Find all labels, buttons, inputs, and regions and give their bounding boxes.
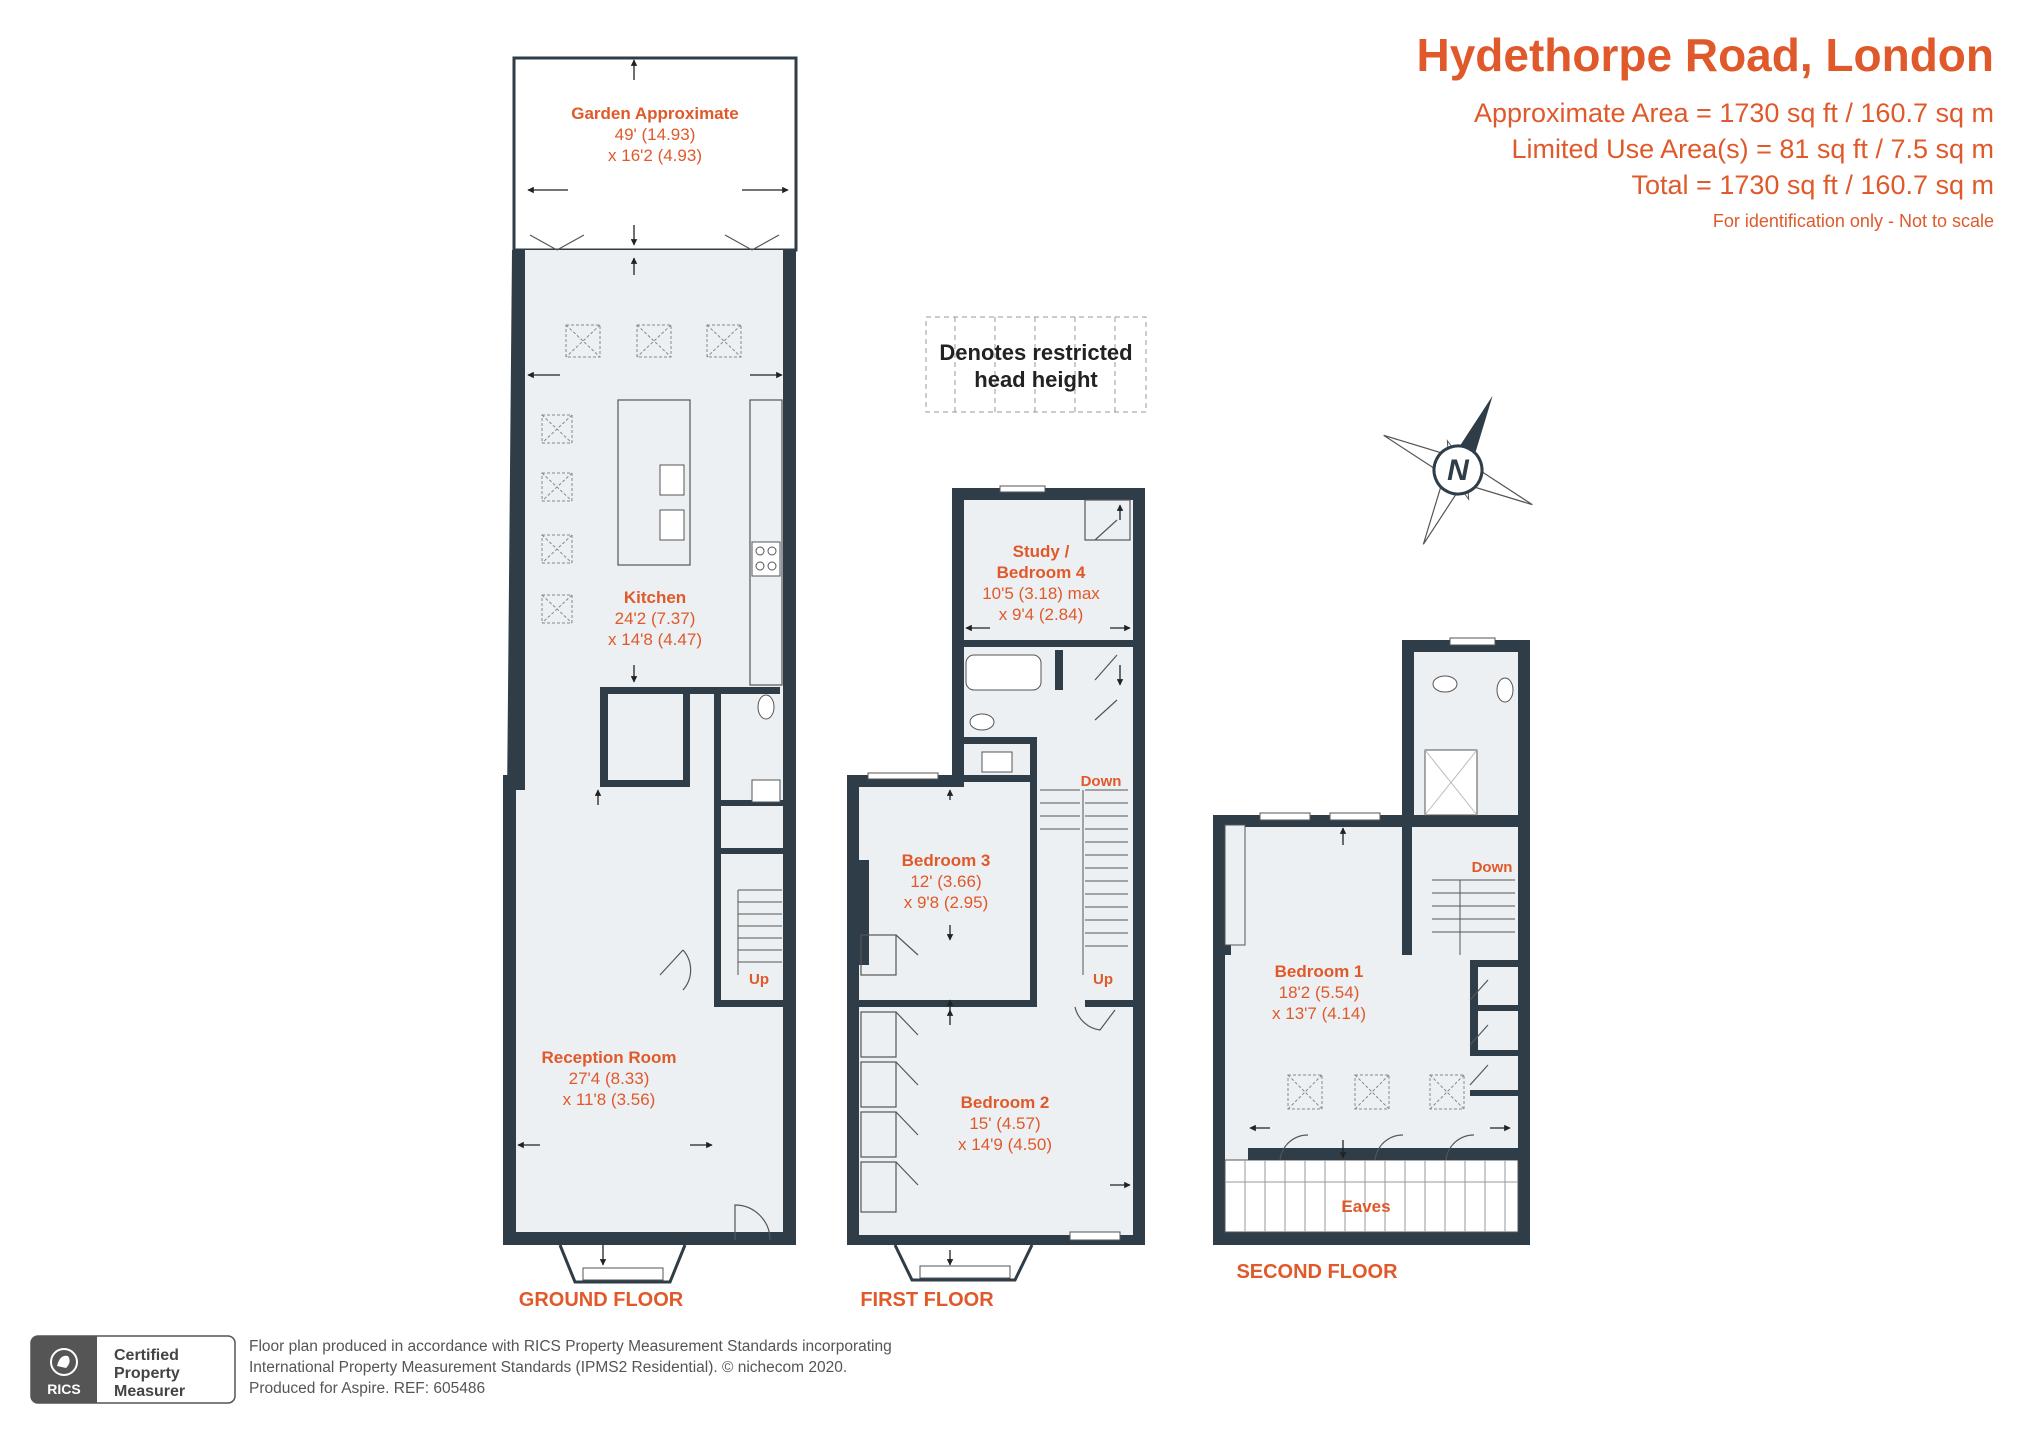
kitchen-label: Kitchen 24'2 (7.37) x 14'8 (4.47) xyxy=(608,588,702,649)
footer-notes: Floor plan produced in accordance with R… xyxy=(249,1336,892,1399)
bedroom3-name: Bedroom 3 xyxy=(902,851,991,870)
second-skylights xyxy=(1287,1074,1465,1110)
reception-name: Reception Room xyxy=(541,1048,676,1067)
rics-logo-text: RICS xyxy=(47,1381,80,1397)
garden-name: Garden Approximate xyxy=(571,104,739,123)
eaves-label: Eaves xyxy=(1341,1197,1390,1216)
study-label: Study / Bedroom 4 10'5 (3.18) max x 9'4 … xyxy=(982,542,1100,624)
ground-floor-label: GROUND FLOOR xyxy=(519,1289,684,1311)
reception-dim-1: 27'4 (8.33) xyxy=(569,1069,650,1088)
badge-line-1: Certified xyxy=(114,1347,179,1364)
bedroom3-label: Bedroom 3 12' (3.66) x 9'8 (2.95) xyxy=(902,851,991,912)
bedroom2-label: Bedroom 2 15' (4.57) x 14'9 (4.50) xyxy=(958,1093,1052,1154)
north-compass: N xyxy=(1383,395,1533,545)
first-stairs-down-label: Down xyxy=(1081,773,1122,790)
garden-area xyxy=(512,56,798,252)
kitchen-dim-2: x 14'8 (4.47) xyxy=(608,630,702,649)
first-stairs xyxy=(1040,789,1128,975)
footer-line-3: Produced for Aspire. REF: 605486 xyxy=(249,1380,486,1397)
compass-label: N xyxy=(1447,454,1470,487)
first-floor-label: FIRST FLOOR xyxy=(860,1289,994,1311)
bedroom2-dim-2: x 14'9 (4.50) xyxy=(958,1135,1052,1154)
badge-line-2: Property xyxy=(114,1365,180,1382)
limited-use-area: Limited Use Area(s) = 81 sq ft / 7.5 sq … xyxy=(1511,134,1994,164)
bedroom1-label: Bedroom 1 18'2 (5.54) x 13'7 (4.14) xyxy=(1272,962,1366,1023)
rics-lion-icon xyxy=(50,1348,78,1376)
study-dim-1: 10'5 (3.18) max xyxy=(982,584,1100,603)
skylights xyxy=(541,324,742,624)
legend-line-1: Denotes restricted xyxy=(939,340,1132,365)
second-stairs-down-label: Down xyxy=(1472,859,1513,876)
first-floor-plan xyxy=(847,485,1145,1282)
footer-line-1: Floor plan produced in accordance with R… xyxy=(249,1338,892,1355)
eaves-area xyxy=(1224,1159,1519,1233)
badge-line-3: Measurer xyxy=(114,1383,185,1400)
garden-dim-1: 49' (14.93) xyxy=(615,125,696,144)
second-floor-label: SECOND FLOOR xyxy=(1236,1261,1398,1283)
footer-line-2: International Property Measurement Stand… xyxy=(249,1359,848,1376)
scale-disclaimer: For identification only - Not to scale xyxy=(1712,211,1994,231)
page-title: Hydethorpe Road, London xyxy=(1416,29,1994,81)
bedroom2-dim-1: 15' (4.57) xyxy=(969,1114,1040,1133)
study-name-1: Study / xyxy=(1013,542,1070,561)
bedroom3-dim-1: 12' (3.66) xyxy=(910,872,981,891)
bedroom1-name: Bedroom 1 xyxy=(1275,962,1364,981)
reception-dim-2: x 11'8 (3.56) xyxy=(563,1090,656,1109)
ground-stairs xyxy=(737,889,782,975)
rics-badge: RICS Certified Property Measurer xyxy=(30,1335,236,1404)
second-floor-plan xyxy=(1213,637,1530,1245)
ground-stairs-up-label: Up xyxy=(749,971,769,988)
legend-line-2: head height xyxy=(974,367,1098,392)
total-area: Total = 1730 sq ft / 160.7 sq m xyxy=(1631,170,1994,200)
reception-label: Reception Room 27'4 (8.33) x 11'8 (3.56) xyxy=(541,1048,676,1109)
bedroom3-dim-2: x 9'8 (2.95) xyxy=(904,893,989,912)
restricted-height-legend: Denotes restricted head height xyxy=(925,316,1147,413)
ground-floor-plan xyxy=(503,56,798,1284)
approximate-area: Approximate Area = 1730 sq ft / 160.7 sq… xyxy=(1473,98,1994,128)
study-name-2: Bedroom 4 xyxy=(997,563,1086,582)
bedroom1-dim-1: 18'2 (5.54) xyxy=(1279,983,1360,1002)
first-stairs-up-label: Up xyxy=(1093,971,1113,988)
kitchen-name: Kitchen xyxy=(624,588,686,607)
bedroom1-dim-2: x 13'7 (4.14) xyxy=(1272,1004,1366,1023)
garden-dim-2: x 16'2 (4.93) xyxy=(608,146,702,165)
garden-label: Garden Approximate 49' (14.93) x 16'2 (4… xyxy=(571,104,739,165)
kitchen-dim-1: 24'2 (7.37) xyxy=(615,609,696,628)
study-dim-2: x 9'4 (2.84) xyxy=(999,605,1084,624)
bedroom2-name: Bedroom 2 xyxy=(961,1093,1050,1112)
second-stairs xyxy=(1432,879,1515,955)
